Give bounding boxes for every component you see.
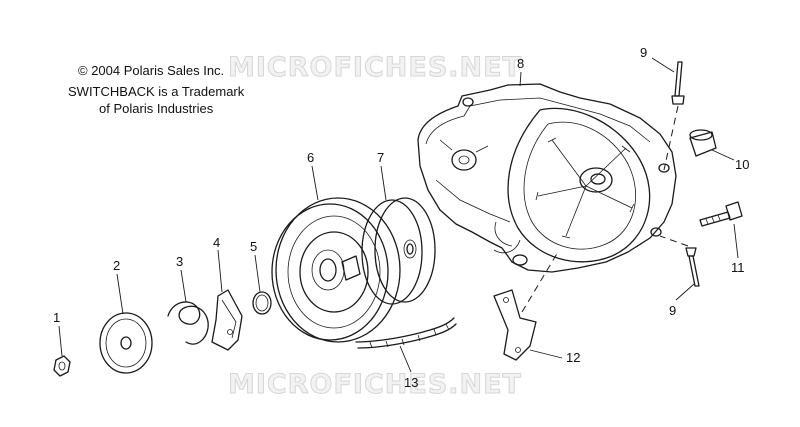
callout-5: 5	[250, 239, 257, 254]
part-1-nut	[53, 355, 71, 377]
part-3-spring	[167, 301, 209, 345]
part-6-starter-pulley	[271, 197, 401, 343]
callout-13: 13	[404, 375, 418, 390]
part-5-snap-ring	[252, 291, 272, 315]
trademark-line-1: SWITCHBACK is a Trademark	[68, 84, 245, 99]
callout-12: 12	[566, 350, 580, 365]
callout-3: 3	[176, 254, 183, 269]
part-4-pawl	[211, 289, 243, 351]
copyright-notice: © 2004 Polaris Sales Inc.	[78, 62, 224, 79]
part-11-bolt	[699, 201, 743, 227]
callout-11: 11	[731, 260, 745, 275]
callout-1: 1	[53, 310, 60, 325]
part-10-bushing	[689, 129, 717, 157]
callout-9-top: 9	[640, 45, 647, 60]
part-8-starter-housing	[417, 83, 677, 273]
copyright-text: © 2004 Polaris Sales Inc.	[78, 63, 225, 78]
callout-numbers: 1 2 3 4 5 6 7 8 9 10 11 9 12 13	[53, 45, 749, 390]
part-9-screw-top	[663, 61, 685, 171]
part-9-screw-bottom	[659, 235, 700, 287]
part-13-starter-rope	[355, 317, 457, 349]
part-2-cover-plate	[99, 312, 153, 374]
callout-6: 6	[307, 150, 314, 165]
callout-7: 7	[377, 150, 384, 165]
part-7-rope-pulley	[361, 197, 436, 305]
callout-10: 10	[735, 157, 749, 172]
trademark-notice: SWITCHBACK is a Trademark of Polaris Ind…	[68, 83, 244, 117]
callout-4: 4	[213, 235, 220, 250]
callout-2: 2	[113, 258, 120, 273]
part-12-bracket	[493, 251, 559, 361]
watermark-top: MICROFICHES.NET	[228, 52, 522, 83]
trademark-line-2: of Polaris Industries	[99, 101, 214, 116]
callout-leaders	[58, 57, 739, 373]
callout-9-bottom: 9	[669, 303, 676, 318]
callout-8: 8	[517, 56, 524, 71]
watermark-bottom: MICROFICHES.NET	[228, 369, 522, 400]
